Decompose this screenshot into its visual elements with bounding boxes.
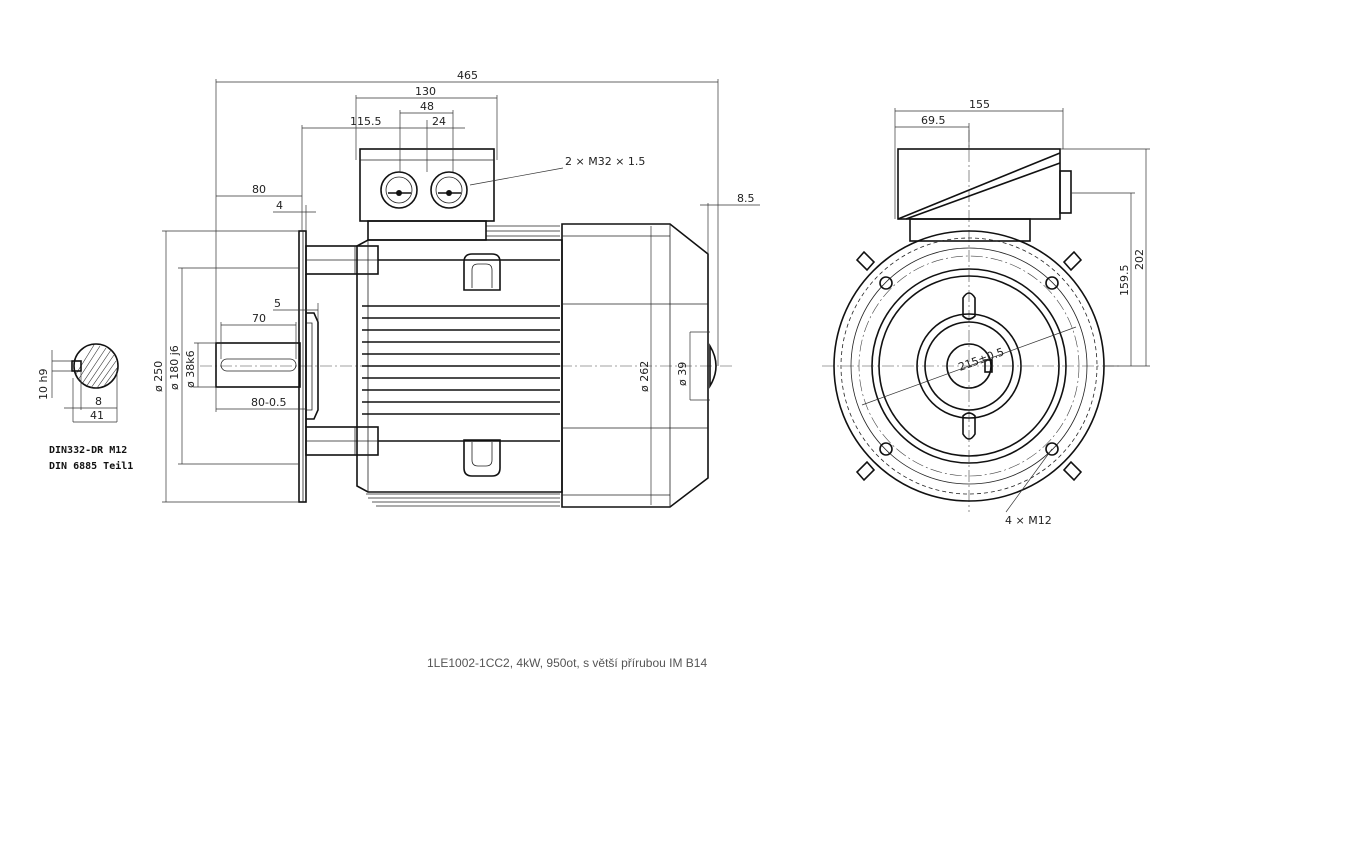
- label-bolt-holes: 4 × M12: [1005, 514, 1052, 527]
- dim-cap-dia: ø 39: [676, 362, 689, 386]
- dim-key-width: 10 h9: [37, 369, 50, 400]
- key-slot: [71, 360, 82, 372]
- mounting-lugs: [855, 250, 1083, 482]
- spigot-outer: [871, 268, 1067, 464]
- dim-shaft-length: 80-0.5: [251, 396, 286, 409]
- dim-box-offset: 69.5: [921, 114, 946, 127]
- dim-key-depth: 8: [95, 395, 102, 408]
- shaft-end: [946, 343, 992, 389]
- dim-key-length: 70: [252, 312, 266, 325]
- dim-flange-to-shaft: 80: [252, 183, 266, 196]
- dim-box-height: 159.5: [1118, 265, 1131, 297]
- end-view: 155 69.5 159.5 202 215±0.5 4 × M12: [822, 98, 1150, 527]
- dim-total-length: 465: [457, 69, 478, 82]
- dim-bolt-circle: 215±0.5: [957, 345, 1006, 374]
- note-key-standard: DIN 6885 Teil1: [49, 460, 133, 472]
- dim-cable-pitch: 48: [420, 100, 434, 113]
- shaft-key: [220, 358, 297, 372]
- dim-shaft-height: 41: [90, 409, 104, 422]
- spigot-inner: [878, 275, 1060, 457]
- dim-spigot-dia: ø 180 j6: [168, 345, 181, 390]
- lifting-eye-top: [463, 253, 501, 291]
- dim-flange-thickness: 4: [276, 199, 283, 212]
- cooling-fins: [362, 225, 560, 507]
- dim-box-width: 155: [969, 98, 990, 111]
- cable-gland-left: [380, 171, 418, 209]
- dim-box-offset: 115.5: [350, 115, 382, 128]
- shaft-end-key: [984, 359, 993, 373]
- bearing-cap-inner: [924, 321, 1014, 411]
- shaft-section-circle: [73, 343, 119, 389]
- label-cable-glands: 2 × M32 × 1.5: [565, 155, 645, 168]
- drawing-caption: 1LE1002-1CC2, 4kW, 950ot, s větší přírub…: [427, 656, 708, 670]
- terminal-box-end: [897, 148, 1072, 242]
- drain-slot-bottom: [962, 412, 976, 440]
- lifting-eye-bottom: [463, 439, 501, 477]
- note-center-hole: DIN332-DR M12: [49, 445, 127, 456]
- flange-spigot: [306, 312, 319, 420]
- cable-gland-right: [430, 171, 468, 209]
- dim-total-height: 202: [1133, 249, 1146, 270]
- bolt-holes: [879, 276, 1059, 456]
- rear-cap: [709, 343, 717, 389]
- frame-outer: [833, 230, 1105, 502]
- shaft-section-hatching: [75, 344, 118, 389]
- bearing-cap-outer: [916, 313, 1022, 419]
- dim-shaft-dia: ø 38k6: [184, 350, 197, 388]
- dim-cable-center: 24: [432, 115, 446, 128]
- side-view: 465 130 48 115.5 24 2 × M32 × 1.5 80 4 5…: [152, 69, 760, 508]
- shaft-cross-section: 10 h9 8 41 DIN332-DR M12 DIN 6885 Teil1: [37, 343, 133, 472]
- dim-rear-cap: 8.5: [737, 192, 755, 205]
- shaft: [215, 342, 301, 388]
- dim-flange-dia: ø 250: [152, 361, 165, 392]
- flange-outline: [850, 247, 1088, 485]
- dim-spigot: 5: [274, 297, 281, 310]
- dim-terminal-box: 130: [415, 85, 436, 98]
- dim-frame-dia: ø 262: [638, 361, 651, 392]
- drain-slot-top: [962, 292, 976, 320]
- flange-bolt-circle: [858, 255, 1080, 477]
